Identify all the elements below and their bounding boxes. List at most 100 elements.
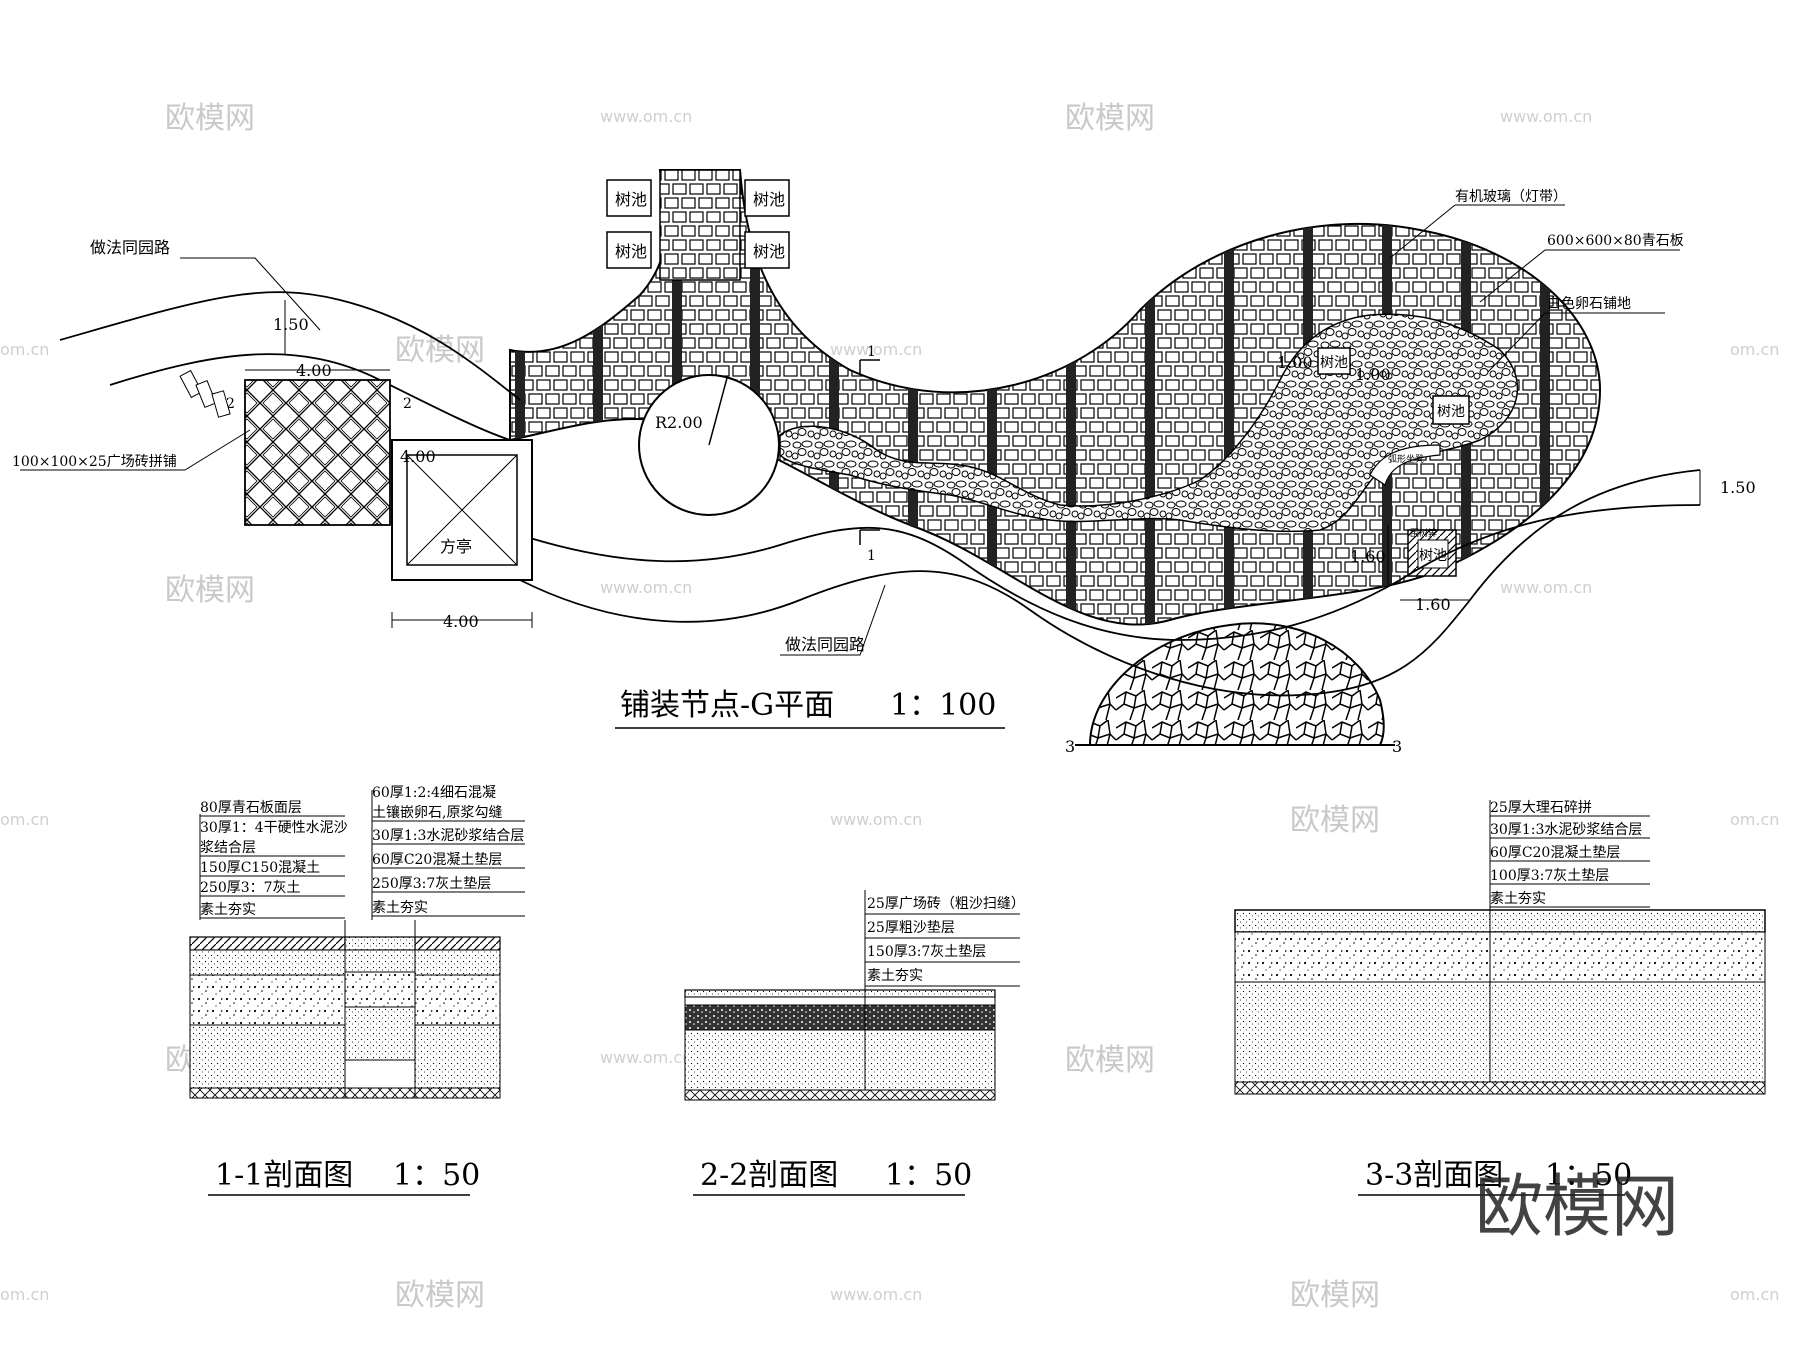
tree-pit <box>606 231 652 269</box>
watermark-brand: 欧模网 <box>1290 803 1380 838</box>
section-mark-3-right: 3 <box>1392 737 1402 756</box>
radius-dim: R2.00 <box>655 413 703 432</box>
plan-title: 铺装节点-G平面 <box>620 688 834 723</box>
dim-pit-d: 1.60 <box>1415 595 1451 614</box>
note: 30厚1：4干硬性水泥沙 <box>200 820 348 836</box>
watermark-site: www.om.cn <box>830 810 922 829</box>
watermark-brand: 欧模网 <box>1290 1278 1380 1313</box>
section-mark-1-top: 1 <box>867 344 876 360</box>
note: 素土夯实 <box>1490 891 1546 907</box>
watermark-brand: 欧模网 <box>165 573 255 608</box>
tree-pit <box>744 231 790 269</box>
note: 25厚粗沙垫层 <box>867 920 955 936</box>
note: 60厚1:2:4细石混凝 <box>372 785 496 801</box>
watermark-site: om.cn <box>1730 340 1779 359</box>
dim-square-top: 4.00 <box>296 361 332 380</box>
tree-pit-label: 树池 <box>615 190 647 209</box>
note: 80厚青石板面层 <box>200 800 302 816</box>
acrylic-label: 有机玻璃（灯带） <box>1455 188 1567 205</box>
brand-watermark-large: 欧模网 <box>1475 1168 1679 1247</box>
tree-pit <box>744 179 790 217</box>
tree-pit-label: 树池 <box>1320 355 1348 371</box>
arc-bench <box>1369 444 1441 486</box>
section-2-2-notes: 25厚广场砖（粗沙扫缝） 25厚粗沙垫层 150厚3:7灰土垫层 素土夯实 <box>865 896 1025 987</box>
plan-view: 树池 树池 树池 树池 R2.00 树池 树池 树池 围树箅 弧形坐凳 <box>12 169 1756 756</box>
section-3-3-notes: 25厚大理石碎拼 30厚1:3水泥砂浆结合层 60厚C20混凝土垫层 100厚3… <box>1490 800 1650 908</box>
dim-pit-c: 1.60 <box>1350 547 1386 566</box>
tree-pit-label: 树池 <box>753 242 785 261</box>
road-top-label: 做法同园路 <box>90 238 170 257</box>
tree-pit <box>1432 395 1470 425</box>
tree-pit <box>606 179 652 217</box>
section-1-1-notes-right: 60厚1:2:4细石混凝 土镶嵌卵石,原浆勾缝 30厚1:3水泥砂浆结合层 60… <box>371 785 525 920</box>
watermark-site: www.om.cn <box>600 578 692 597</box>
watermark-site: om.cn <box>1730 1285 1779 1304</box>
road-edge <box>59 291 521 401</box>
dim-square-side: 2 <box>226 396 235 412</box>
tree-pit <box>1417 539 1449 569</box>
watermark-site: www.om.cn <box>600 1048 692 1067</box>
section-2-2-scale: 1：50 <box>885 1158 972 1193</box>
plan-scale: 1：100 <box>890 688 996 723</box>
watermark-site: www.om.cn <box>830 340 922 359</box>
dim-pit-a: 1.00 <box>1277 353 1313 372</box>
dim-pavilion-bottom: 4.00 <box>443 612 479 631</box>
note: 100厚3:7灰土垫层 <box>1490 868 1609 884</box>
note: 60厚C20混凝土垫层 <box>372 852 502 868</box>
road-edge <box>519 469 1701 697</box>
watermark-site: www.om.cn <box>1500 107 1592 126</box>
note: 25厚大理石碎拼 <box>1490 800 1592 816</box>
note: 60厚C20混凝土垫层 <box>1490 845 1620 861</box>
watermark-brand: 欧模网 <box>1065 101 1155 136</box>
pebble-label: 白色卵石铺地 <box>1547 295 1631 312</box>
note: 土镶嵌卵石,原浆勾缝 <box>372 804 502 821</box>
section-1-1: 80厚青石板面层 30厚1：4干硬性水泥沙 浆结合层 150厚C150混凝土 2… <box>189 785 525 1196</box>
note: 25厚广场砖（粗沙扫缝） <box>867 896 1025 912</box>
dim-road-right: 1.50 <box>1720 478 1756 497</box>
entry-paving <box>659 169 741 281</box>
tree-grate-label: 围树箅 <box>1410 527 1437 539</box>
dim-pit-b: 1.00 <box>1355 365 1391 384</box>
watermark-brand: 欧模网 <box>1065 1043 1155 1078</box>
note: 150厚3:7灰土垫层 <box>867 944 986 960</box>
note: 素土夯实 <box>200 902 256 918</box>
note: 素土夯实 <box>372 900 428 916</box>
section-2-2: 25厚广场砖（粗沙扫缝） 25厚粗沙垫层 150厚3:7灰土垫层 素土夯实 2-… <box>684 890 1025 1196</box>
tree-pit-label: 树池 <box>1419 548 1447 564</box>
section-mark-3-left: 3 <box>1065 737 1075 756</box>
watermark-site: www.om.cn <box>600 107 692 126</box>
tree-pit-label: 树池 <box>753 190 785 209</box>
tree-pit-label: 树池 <box>615 242 647 261</box>
note: 250厚3:7灰土垫层 <box>372 876 491 892</box>
tree-pit-group-right: 树池 树池 树池 围树箅 <box>1317 347 1470 577</box>
watermark-brand: 欧模网 <box>165 101 255 136</box>
section-3-3-scale: 1：50 <box>1545 1158 1632 1193</box>
watermark-site: www.om.cn <box>1500 578 1592 597</box>
note: 150厚C150混凝土 <box>200 860 320 876</box>
watermark-site: om.cn <box>0 810 49 829</box>
watermark-brand: 欧模网 <box>395 1278 485 1313</box>
stone-crazy-paving <box>1088 622 1385 746</box>
square-plaza-paving <box>244 379 391 526</box>
section-3-3-title: 3-3剖面图 <box>1365 1158 1503 1193</box>
bluestone-label: 600×600×80青石板 <box>1547 233 1684 249</box>
road-edge <box>109 353 511 441</box>
note: 30厚1:3水泥砂浆结合层 <box>372 828 524 844</box>
note: 250厚3：7灰土 <box>200 880 301 896</box>
section-1-1-title: 1-1剖面图 <box>215 1158 353 1193</box>
road-edge <box>529 504 1701 641</box>
note: 素土夯实 <box>867 968 923 984</box>
section-3-3: 25厚大理石碎拼 30厚1:3水泥砂浆结合层 60厚C20混凝土垫层 100厚3… <box>1234 800 1766 1196</box>
tree-pit-group-top: 树池 树池 树池 树池 <box>606 179 790 269</box>
pavilion-label: 方亭 <box>440 537 472 556</box>
dim-square-side-right: 2 <box>403 396 412 412</box>
square-paving-label: 100×100×25广场砖拼铺 <box>12 454 177 470</box>
watermark-site: om.cn <box>0 1285 49 1304</box>
tree-pit <box>1317 347 1351 375</box>
dim-pavilion-top: 4.00 <box>400 447 436 466</box>
steps <box>179 369 231 418</box>
note: 30厚1:3水泥砂浆结合层 <box>1490 822 1642 838</box>
section-1-1-scale: 1：50 <box>393 1158 480 1193</box>
bench-label: 弧形坐凳 <box>1388 453 1424 465</box>
